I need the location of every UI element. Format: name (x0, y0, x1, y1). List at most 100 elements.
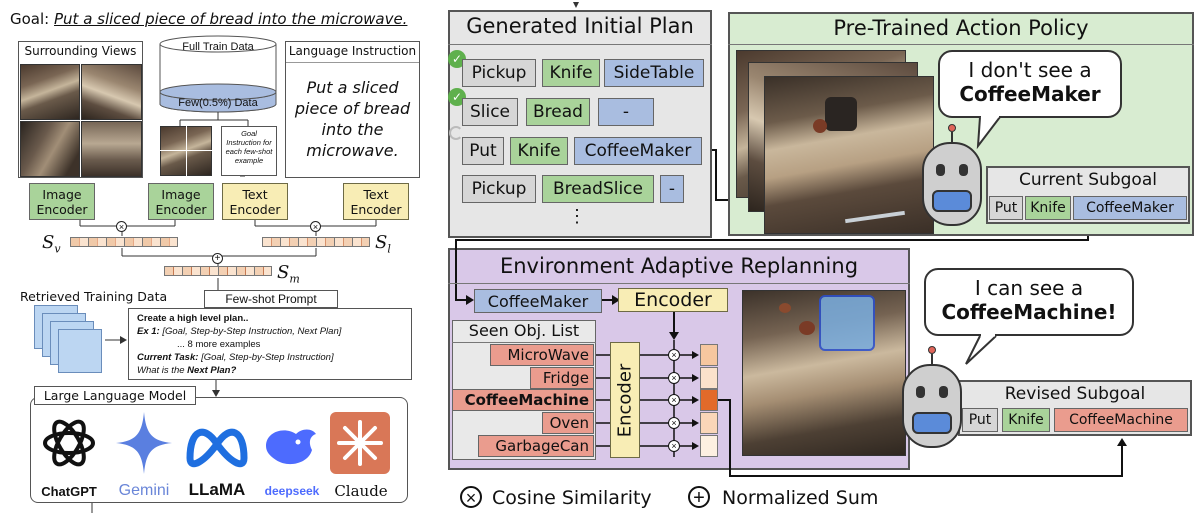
similarity-score-3 (700, 389, 718, 411)
text-encoder-1: Text Encoder (222, 183, 288, 220)
llm-title-text: Large Language Model (43, 388, 187, 403)
revised-subgoal-action: Put (962, 408, 998, 432)
seen-object-coffeemachine: CoffeeMachine (452, 389, 594, 411)
sl-label-sub: l (387, 242, 391, 256)
chatgpt-logo-label: ChatGPT (41, 484, 97, 499)
llama-logo-icon (184, 418, 250, 468)
current-subgoal-action: Put (989, 196, 1023, 220)
legend-sum-icon: + (688, 486, 710, 508)
gemini-logo-icon (114, 410, 174, 476)
prompt-ex-label: Ex 1: (137, 326, 160, 337)
sv-label-main: S (42, 232, 55, 253)
plan-row-4-target: - (660, 175, 684, 203)
left-diagram-lines (79, 35, 377, 513)
prompt-line-4: Current Task: [Goal, Step-by-Step Instru… (137, 351, 403, 364)
cosine-symbol-text: × (310, 221, 321, 232)
image-encoder-1: Image Encoder (29, 183, 95, 220)
plan-row-3-object: Knife (510, 137, 568, 165)
legend-cosine-icon: × (460, 486, 482, 508)
initial-plan-divider (448, 44, 712, 45)
left-panel: Goal: Put a sliced piece of bread into t… (0, 0, 428, 513)
progress-icon (449, 126, 463, 140)
image-encoder-2: Image Encoder (148, 183, 214, 220)
sm-bar (164, 266, 272, 276)
chatgpt-logo-icon (40, 414, 98, 472)
cosine-symbol-obj-4: × (668, 417, 680, 429)
seen-object-oven: Oven (542, 412, 594, 434)
deepseek-logo-icon (262, 424, 320, 470)
cosine-symbol-image: × (116, 221, 127, 232)
plan-more-indicator: ⋮ (568, 206, 586, 226)
few-shot-prompt-title: Few-shot Prompt (204, 290, 338, 308)
revised-subgoal-object: Knife (1002, 408, 1050, 432)
plan-row-1-action: Pickup (462, 59, 536, 87)
gemini-logo-label: Gemini (118, 482, 170, 499)
revised-subgoal-title: Revised Subgoal (1004, 384, 1146, 404)
prompt-question-text: What is the (137, 365, 185, 376)
plan-row-2-action: Slice (462, 98, 518, 126)
seen-object-garbagecan: GarbageCan (478, 435, 594, 457)
cosine-symbol-obj-1: × (668, 349, 680, 361)
sv-bar (70, 237, 178, 247)
check-icon-2: ✓ (448, 88, 466, 106)
goal-instruction-note-text: Goal Instruction for each few-shot examp… (225, 129, 273, 165)
plan-row-3-target: CoffeeMaker (574, 137, 702, 165)
claude-logo-icon (330, 412, 390, 474)
plan-row-2-object: Bread (526, 98, 590, 126)
speech-bubble-can-see: I can see a CoffeeMachine! (924, 268, 1134, 336)
robot-icon-replan (894, 346, 968, 450)
initial-plan-title: Generated Initial Plan (466, 14, 694, 38)
prompt-line-5: What is the Next Plan? (137, 364, 403, 377)
robot-icon-policy (914, 124, 988, 228)
prompt-question-bold: Next Plan? (187, 365, 237, 376)
cosine-symbol-obj-3: × (668, 394, 680, 406)
deepseek-logo-label: deepseek (264, 484, 320, 498)
speech-bubble-no-see-line1: I don't see a (968, 58, 1092, 82)
goal-text: Put a sliced piece of bread into the mic… (54, 10, 408, 28)
prompt-current-text: [Goal, Step-by-Step Instruction] (201, 352, 334, 363)
plan-row-3-action: Put (462, 137, 504, 165)
speech-bubble-no-see-line2: CoffeeMaker (959, 82, 1101, 106)
replan-divider (448, 283, 910, 284)
sl-label: Sl (375, 232, 391, 256)
claude-logo-label: Claude (334, 482, 388, 500)
view-image-4 (81, 121, 142, 177)
text-encoder-2-label: Text Encoder (350, 186, 402, 217)
text-encoder-2: Text Encoder (343, 183, 409, 220)
similarity-score-4 (700, 412, 718, 434)
retrieved-training-data-label: Retrieved Training Data (20, 289, 168, 304)
similarity-score-5 (700, 435, 718, 457)
image-encoder-1-label: Image Encoder (36, 186, 88, 217)
seen-object-fridge: Fridge (530, 367, 594, 389)
few-shot-grid-line-h (160, 150, 212, 151)
policy-frame-front (764, 76, 934, 234)
sm-label-main: S (277, 262, 290, 283)
legend-cosine-label: Cosine Similarity (492, 487, 652, 509)
revised-subgoal-target: CoffeeMachine (1054, 408, 1188, 432)
plan-row-1-object: Knife (542, 59, 600, 87)
few-shot-prompt-title-text: Few-shot Prompt (225, 292, 317, 306)
replan-query-chip: CoffeeMaker (474, 289, 602, 313)
view-image-2 (81, 64, 142, 120)
similarity-score-2 (700, 367, 718, 389)
speech-bubble-can-see-line2: CoffeeMachine! (941, 300, 1117, 324)
replan-observation-image (742, 290, 906, 456)
llm-title: Large Language Model (34, 386, 196, 405)
goal-line: Goal: Put a sliced piece of bread into t… (10, 10, 407, 28)
current-subgoal-object: Knife (1025, 196, 1071, 220)
few-data-label: Few(0.5%) Data (178, 97, 258, 109)
sl-label-main: S (375, 232, 388, 253)
full-train-data-label: Full Train Data (182, 41, 254, 53)
document-stack-icon (34, 305, 106, 375)
text-encoder-1-label: Text Encoder (229, 186, 281, 217)
sl-bar (262, 237, 370, 247)
replan-encoder-side: Encoder (610, 342, 640, 458)
replan-title: Environment Adaptive Replanning (499, 254, 859, 278)
few-shot-prompt-box: Create a high level plan.. Ex 1: [Goal, … (128, 308, 412, 380)
prompt-line-1: Create a high level plan.. (137, 313, 249, 324)
sv-label: Sv (42, 232, 61, 256)
seen-object-microwave: MicroWave (490, 344, 594, 366)
seen-object-list-title: Seen Obj. List (452, 321, 596, 343)
prompt-current-label: Current Task: (137, 352, 199, 363)
